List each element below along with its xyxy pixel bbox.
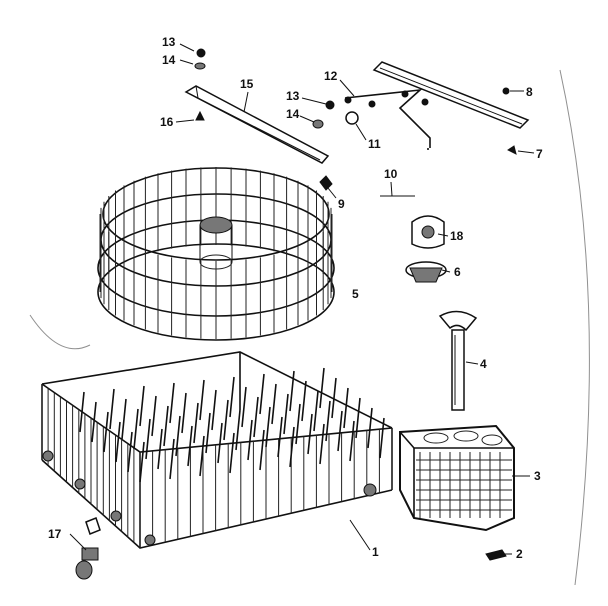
rack-tine — [283, 393, 289, 435]
part-2-clip — [485, 549, 507, 561]
rack-tine — [199, 379, 205, 421]
rack-tine — [139, 441, 145, 483]
callout-17: 17 — [48, 527, 62, 541]
rack-tine — [379, 417, 385, 459]
rack-tine — [349, 420, 355, 462]
part-6-coupling — [405, 261, 447, 283]
part-13-nut-b — [325, 100, 335, 110]
outline-curve-left — [29, 314, 91, 350]
rack-tine — [211, 389, 217, 431]
part-5-round-rack — [97, 167, 335, 341]
rack-tine — [367, 407, 373, 449]
part-1-lower-rack — [41, 351, 393, 549]
rack-tine — [241, 386, 247, 428]
part-14-washer-b — [312, 119, 324, 129]
rack-tine — [259, 373, 265, 415]
rack-tine — [301, 380, 307, 422]
rack-tine — [319, 423, 325, 465]
spray-tube-assembly — [344, 88, 431, 205]
callout-9: 9 — [338, 197, 345, 211]
rack-tine — [223, 399, 229, 441]
rack-tine — [325, 400, 331, 442]
rack-tine — [199, 435, 205, 477]
rack-tine — [115, 421, 121, 463]
callout-15: 15 — [240, 77, 254, 91]
callout-16: 16 — [160, 115, 174, 129]
rack-tine — [157, 428, 163, 470]
rack-tine — [355, 397, 361, 439]
callout-14: 14 — [162, 53, 176, 67]
rack-tine — [259, 429, 265, 471]
part-11-cap — [345, 111, 359, 125]
callout-5: 5 — [352, 287, 359, 301]
rack-tine — [319, 367, 325, 409]
rack-tine — [91, 401, 97, 443]
rack-tine — [313, 390, 319, 432]
part-7-screw — [507, 145, 517, 155]
rack-tine — [235, 409, 241, 451]
rack-tine — [169, 438, 175, 480]
outline-curve — [559, 69, 590, 586]
callout-13: 13 — [162, 35, 176, 49]
callout-2: 2 — [516, 547, 523, 561]
rack-tine — [229, 432, 235, 474]
rack-tine — [175, 415, 181, 457]
leader-lines — [69, 43, 535, 555]
part-4-spray-tower — [438, 310, 478, 411]
callout-12: 12 — [324, 69, 338, 83]
part-18-manifold — [411, 215, 445, 249]
rack-tine — [187, 425, 193, 467]
rack-tine — [79, 391, 85, 433]
part-3-silverware-basket — [399, 424, 515, 532]
rack-tine — [181, 392, 187, 434]
rack-tine — [139, 385, 145, 427]
callout-3: 3 — [534, 469, 541, 483]
callout-4: 4 — [480, 357, 487, 371]
rack-tine — [265, 406, 271, 448]
rack-tine — [217, 422, 223, 464]
callout-6: 6 — [454, 265, 461, 279]
callout-18: 18 — [450, 229, 464, 243]
callout-10: 10 — [384, 167, 398, 181]
rack-tine — [253, 396, 259, 438]
callout-7: 7 — [536, 147, 543, 161]
rack-tine — [163, 405, 169, 447]
rack-tine — [133, 408, 139, 450]
part-13-nut — [196, 48, 206, 58]
rack-tine — [229, 376, 235, 418]
part-8-screw — [502, 87, 510, 95]
rack-tine — [121, 398, 127, 440]
upper-rack-track-right — [372, 61, 530, 129]
rack-tine — [193, 402, 199, 444]
rack-tine — [337, 410, 343, 452]
rack-tine — [295, 403, 301, 445]
callout-13-b: 13 — [286, 89, 300, 103]
callout-11: 11 — [368, 137, 381, 151]
rack-tine — [289, 426, 295, 468]
rack-tine — [169, 382, 175, 424]
part-9-stop — [319, 175, 333, 191]
rack-tine — [103, 411, 109, 453]
part-14-washer — [194, 62, 206, 70]
part-17-rollers — [75, 517, 101, 580]
rack-tine — [277, 416, 283, 458]
callout-1: 1 — [372, 545, 379, 559]
rack-tine — [307, 413, 313, 455]
rack-tine — [145, 418, 151, 460]
rack-tine — [205, 412, 211, 454]
callout-8: 8 — [526, 85, 533, 99]
rack-tine — [109, 388, 115, 430]
rack-tine — [151, 395, 157, 437]
callout-14-b: 14 — [286, 107, 300, 121]
rack-tine — [247, 419, 253, 461]
part-16-clip — [195, 110, 205, 121]
rack-tine — [343, 387, 349, 429]
rack-tine — [271, 383, 277, 425]
rack-tine — [289, 370, 295, 412]
rack-tine — [331, 377, 337, 419]
rack-tine — [127, 431, 133, 473]
upper-rack-track-left — [184, 85, 330, 164]
